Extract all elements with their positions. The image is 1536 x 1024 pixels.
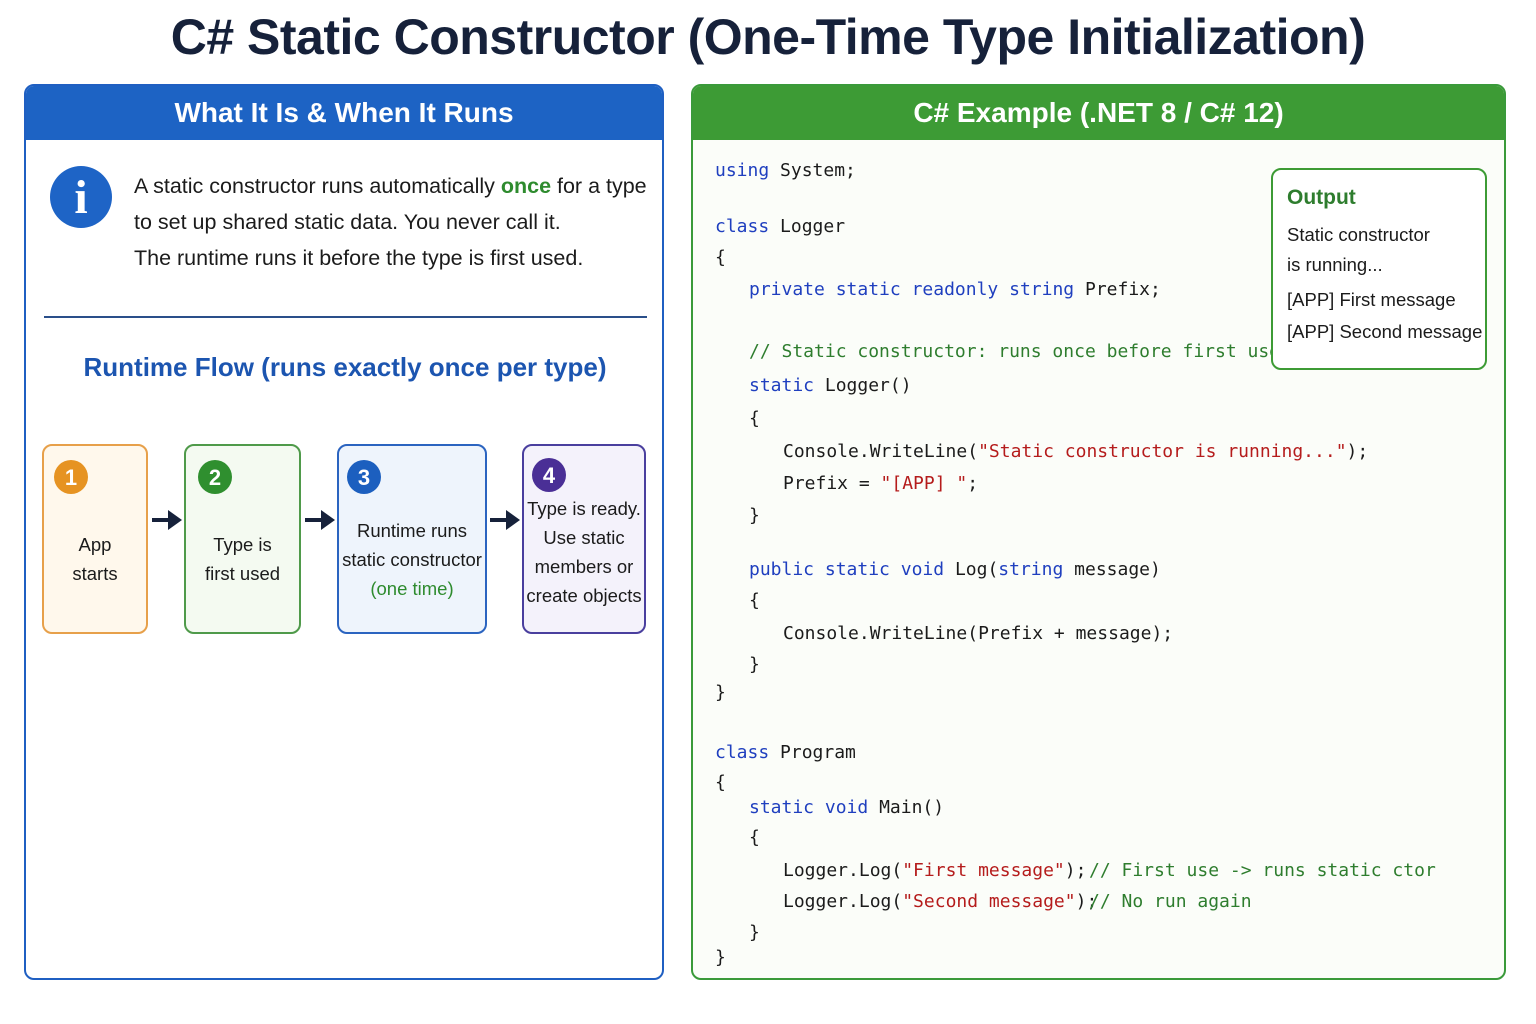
step-text: Runtime runs (356, 519, 467, 541)
step-number-badge: 2 (198, 460, 232, 494)
info-line-3: The runtime runs it before the type is f… (134, 246, 584, 270)
step-text: members or (534, 556, 634, 577)
page-title: C# Static Constructor (One-Time Type Ini… (170, 9, 1366, 65)
step-text: App (78, 534, 112, 555)
step-text: static constructor (342, 548, 482, 570)
code-comment: // First use -> runs static ctor (1089, 860, 1436, 881)
step-text: first used (204, 563, 281, 584)
output-line: Static constructor (1287, 224, 1430, 245)
output-line: [APP] First message (1287, 289, 1456, 310)
example-panel-header: C# Example (.NET 8 / C# 12) (693, 86, 1504, 140)
flow-step-3: 3 Runtime runs static constructor (one t… (337, 444, 487, 634)
code-line: { (715, 772, 726, 793)
step-text: Use static (543, 527, 625, 548)
code-line: static Logger() (749, 375, 912, 396)
code-line: { (749, 827, 760, 848)
info-line-1: A static constructor runs automatically … (134, 174, 647, 198)
code-line: { (749, 408, 760, 429)
code-line: class Logger (715, 216, 846, 237)
step-text: Type is (213, 534, 272, 555)
info-icon: i (50, 166, 112, 228)
code-line: { (715, 247, 726, 268)
code-line: public static void Log(string message) (749, 559, 1161, 580)
code-comment: // Static constructor: runs once before … (749, 341, 1281, 362)
output-title: Output (1287, 186, 1356, 209)
output-line: is running... (1287, 254, 1383, 275)
output-line: [APP] Second message (1287, 321, 1483, 342)
code-line: { (749, 590, 760, 611)
code-line: } (749, 505, 760, 526)
step-text: create objects (526, 585, 642, 606)
step-text-one-time: (one time) (370, 577, 454, 599)
code-line: Logger.Log("Second message"); (783, 891, 1098, 912)
code-line: Console.WriteLine(Prefix + message); (783, 623, 1174, 644)
example-panel: C# Example (.NET 8 / C# 12) using System… (691, 84, 1506, 980)
concept-panel-header: What It Is & When It Runs (26, 86, 662, 140)
arrow-right-icon (305, 510, 335, 530)
arrow-right-icon (490, 510, 520, 530)
code-line: } (749, 654, 760, 675)
code-line: Prefix = "[APP] "; (783, 473, 979, 494)
code-line: Logger.Log("First message"); (783, 860, 1087, 881)
code-line: using System; (715, 160, 856, 181)
step-number-badge: 3 (347, 460, 381, 494)
code-line: } (715, 682, 726, 703)
step-text: starts (72, 563, 118, 584)
concept-panel: What It Is & When It Runs i A static con… (24, 84, 664, 980)
code-line: static void Main() (749, 797, 945, 818)
step-number-badge: 4 (532, 458, 566, 492)
flow-step-2: 2 Type is first used (184, 444, 301, 634)
flow-step-1: 1 App starts (42, 444, 148, 634)
arrow-right-icon (152, 510, 182, 530)
flow-step-4: 4 Type is ready. Use static members or c… (522, 444, 646, 634)
flow-title: Runtime Flow (runs exactly once per type… (83, 352, 607, 382)
code-line: } (749, 922, 760, 943)
info-description: A static constructor runs automatically … (134, 168, 654, 276)
once-highlight: once (500, 174, 552, 198)
code-line: class Program (715, 742, 856, 763)
output-box: Output Static constructor is running... … (1271, 168, 1487, 370)
code-line: private static readonly string Prefix; (749, 279, 1161, 300)
section-divider (44, 316, 647, 318)
code-line: } (715, 947, 726, 968)
step-text: Type is ready. (527, 498, 641, 519)
info-line-2: to set up shared static data. You never … (134, 210, 561, 234)
step-number-badge: 1 (54, 460, 88, 494)
code-line: Console.WriteLine("Static constructor is… (783, 441, 1369, 462)
code-comment: // No run again (1089, 891, 1252, 912)
